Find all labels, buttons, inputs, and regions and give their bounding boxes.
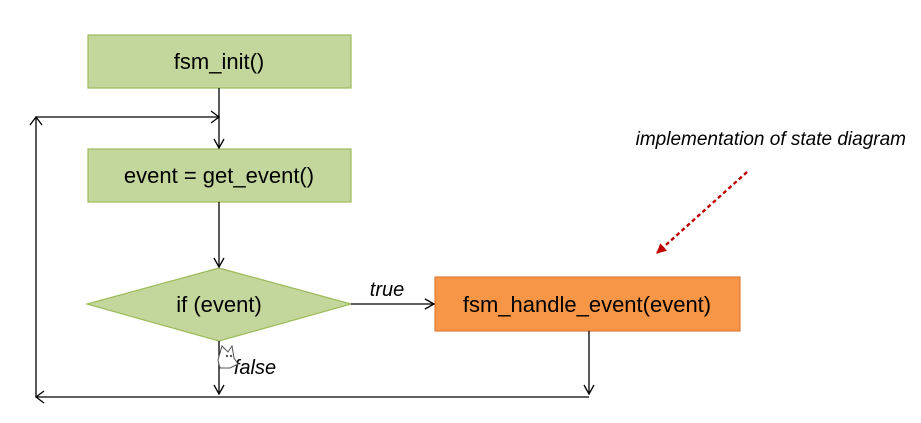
annotation-arrow [656,171,748,254]
annotation-text: implementation of state diagram [636,129,906,150]
node-handle-event-label: fsm_handle_event(event) [463,292,711,317]
node-fsm-init: fsm_init() [87,34,352,89]
cursor-glyph-icon [217,344,239,369]
node-get-event-label: event = get_event() [124,163,314,188]
node-fsm-init-box [87,34,352,89]
node-decision: if (event) [84,267,354,342]
node-decision-label: if (event) [176,292,262,317]
edge-label-false: false [234,357,276,379]
node-get-event-box [87,148,352,203]
node-get-event: event = get_event() [87,148,352,203]
node-handle-event: fsm_handle_event(event) [434,276,741,332]
edge-loop-top-head [210,110,221,124]
edge-label-true: true [370,279,404,301]
node-fsm-init-label: fsm_init() [174,49,264,74]
